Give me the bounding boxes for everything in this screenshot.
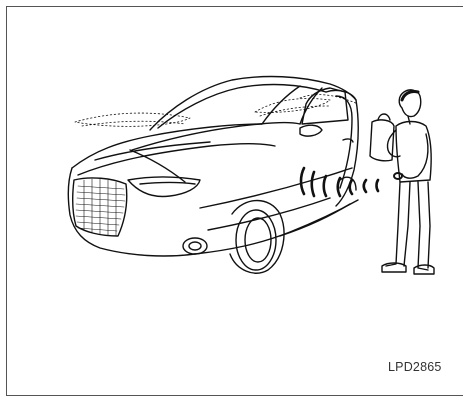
illustration	[0, 0, 463, 383]
glass-reflection	[75, 95, 358, 127]
figure-code: LPD2865	[388, 360, 442, 374]
person-icon	[370, 90, 434, 274]
grille-mesh	[76, 179, 125, 235]
